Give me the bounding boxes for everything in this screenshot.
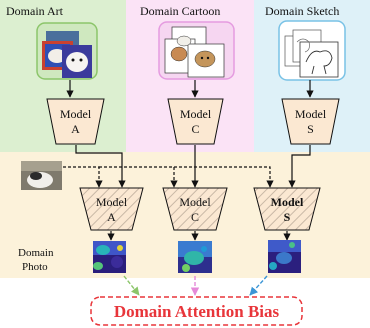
bias-box bbox=[90, 296, 303, 326]
sketch-image-stack bbox=[278, 20, 346, 81]
bottom-model-a-word: Model bbox=[96, 195, 128, 209]
bottom-model-c-letter: C bbox=[191, 210, 199, 224]
blue-arrow-to-bias bbox=[249, 275, 268, 296]
attention-map-s bbox=[268, 240, 301, 273]
photo-input-image bbox=[21, 161, 62, 190]
top-model-a-letter: A bbox=[71, 122, 80, 136]
bottom-model-c: Model C bbox=[162, 187, 228, 231]
art-image-stack bbox=[36, 22, 98, 80]
bottom-model-s-word: Model bbox=[271, 195, 304, 209]
bias-label: Domain Attention Bias bbox=[114, 302, 280, 321]
top-model-a-word: Model bbox=[60, 107, 92, 121]
photo-label-line2: Photo bbox=[22, 261, 48, 273]
top-model-c-letter: C bbox=[191, 122, 199, 136]
arrow-model-s-transfer bbox=[288, 145, 311, 188]
attention-map-c bbox=[178, 241, 212, 273]
domain-art-title: Domain Art bbox=[6, 4, 64, 18]
attention-map-a bbox=[93, 241, 126, 273]
bottom-model-c-word: Model bbox=[179, 195, 211, 209]
top-model-c-word: Model bbox=[180, 107, 212, 121]
arrow-model-a-transfer bbox=[75, 145, 126, 188]
bottom-model-a-letter: A bbox=[107, 210, 116, 224]
top-model-s-letter: S bbox=[307, 122, 314, 136]
cartoon-image-stack bbox=[158, 21, 235, 80]
top-model-s: Model S bbox=[281, 98, 340, 145]
top-model-s-word: Model bbox=[295, 107, 327, 121]
green-arrow-to-bias bbox=[123, 275, 140, 296]
photo-label-line1: Domain bbox=[18, 247, 54, 259]
domain-cartoon-title: Domain Cartoon bbox=[140, 4, 220, 18]
top-model-c: Model C bbox=[167, 98, 224, 145]
bottom-model-s-letter: S bbox=[284, 210, 291, 224]
domain-sketch-title: Domain Sketch bbox=[265, 4, 339, 18]
bottom-model-a: Model A bbox=[79, 187, 144, 231]
dashed-arrow-photo-s bbox=[174, 166, 274, 188]
top-model-a: Model A bbox=[46, 98, 105, 145]
bottom-model-s: Model S bbox=[253, 187, 321, 231]
